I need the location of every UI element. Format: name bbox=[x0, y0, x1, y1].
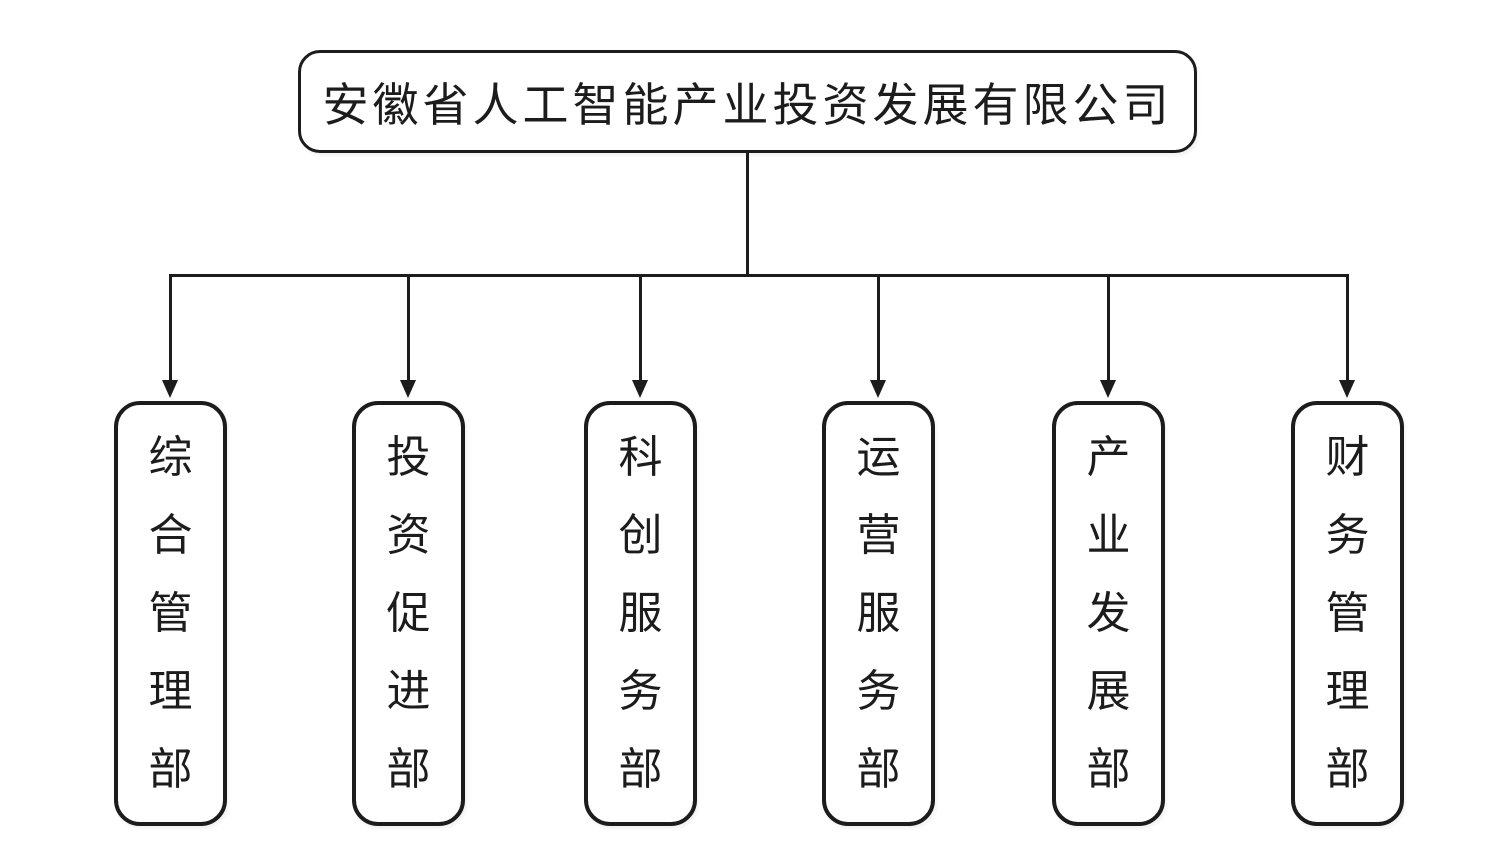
org-root-label: 安徽省人工智能产业投资发展有限公司 bbox=[322, 78, 1173, 131]
connector-drop-4 bbox=[877, 274, 880, 384]
dept-label: 产业发展部 bbox=[1086, 432, 1131, 794]
arrowhead-down-icon bbox=[870, 380, 886, 398]
dept-label: 科创服务部 bbox=[618, 432, 663, 794]
dept-box-financial-management: 财务管理部 bbox=[1291, 401, 1404, 826]
dept-box-industry-development: 产业发展部 bbox=[1052, 401, 1165, 826]
connector-drop-1 bbox=[169, 274, 172, 384]
connector-stem bbox=[746, 151, 749, 277]
dept-box-operations-service: 运营服务部 bbox=[822, 401, 935, 826]
dept-label: 财务管理部 bbox=[1325, 432, 1370, 794]
arrowhead-down-icon bbox=[1339, 380, 1355, 398]
dept-box-scitech-innovation-service: 科创服务部 bbox=[584, 401, 697, 826]
arrowhead-down-icon bbox=[400, 380, 416, 398]
dept-label: 投资促进部 bbox=[386, 432, 431, 794]
arrowhead-down-icon bbox=[632, 380, 648, 398]
connector-drop-2 bbox=[407, 274, 410, 384]
connector-horizontal-bar bbox=[169, 274, 1349, 277]
org-root-box: 安徽省人工智能产业投资发展有限公司 bbox=[298, 50, 1197, 153]
connector-drop-5 bbox=[1107, 274, 1110, 384]
connector-drop-6 bbox=[1346, 274, 1349, 384]
dept-box-general-management: 综合管理部 bbox=[114, 401, 227, 826]
connector-drop-3 bbox=[639, 274, 642, 384]
dept-label: 运营服务部 bbox=[856, 432, 901, 794]
dept-box-investment-promotion: 投资促进部 bbox=[352, 401, 465, 826]
dept-label: 综合管理部 bbox=[148, 432, 193, 794]
arrowhead-down-icon bbox=[162, 380, 178, 398]
arrowhead-down-icon bbox=[1100, 380, 1116, 398]
